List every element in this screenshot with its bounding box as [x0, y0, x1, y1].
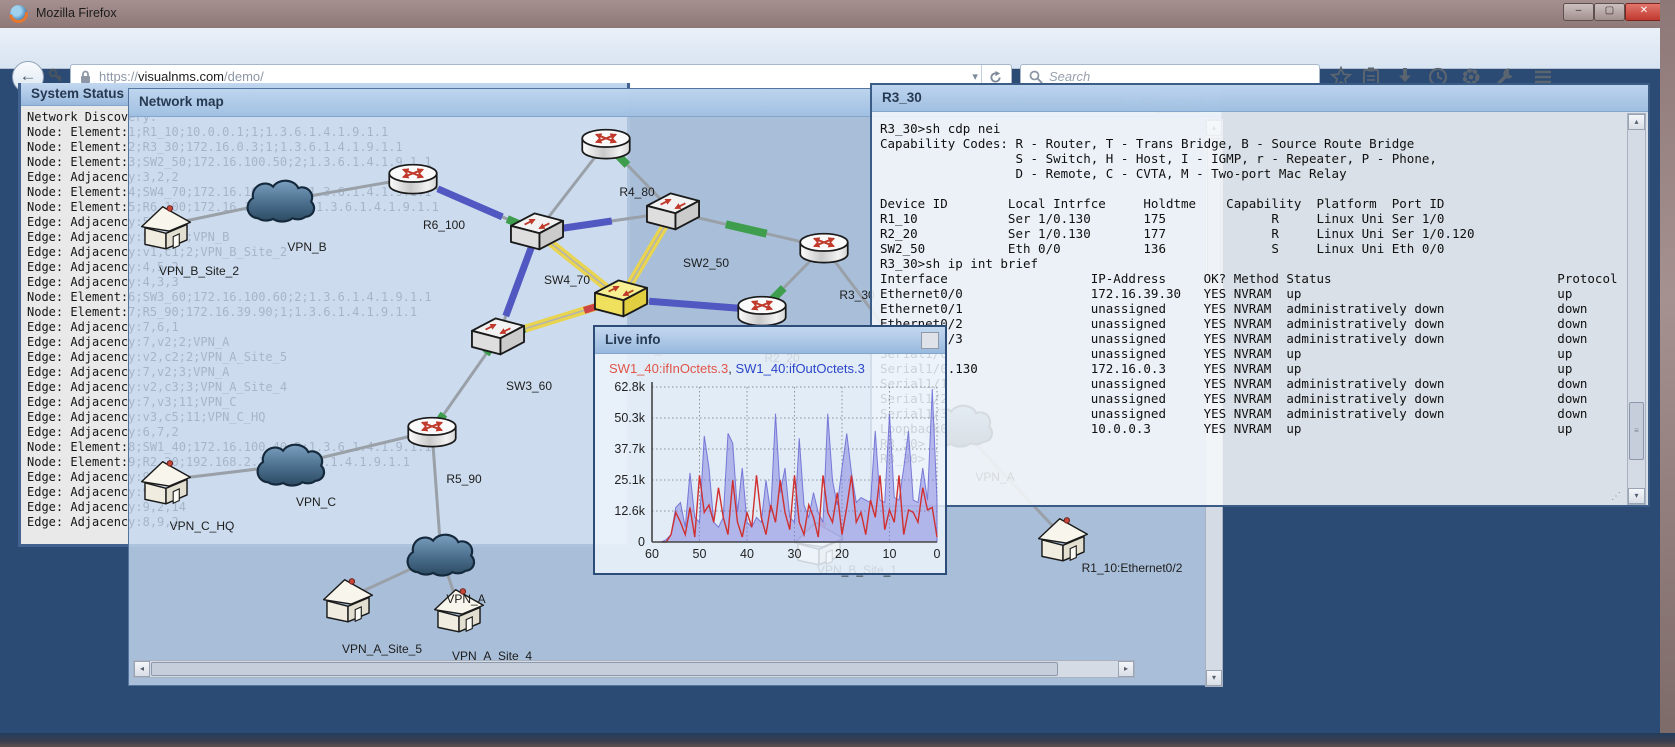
menu-hamburger-icon[interactable] — [1532, 66, 1554, 88]
window-minimize-button[interactable]: – — [1563, 3, 1594, 21]
y-tick-label: 25.1k — [614, 473, 645, 487]
desktop-edge-bottom — [0, 733, 1675, 747]
map-node-r2_20[interactable] — [738, 297, 785, 326]
map-link-segment-blue[interactable] — [648, 297, 742, 312]
scroll-left-arrow[interactable]: ◂ — [134, 661, 150, 677]
y-tick-label: 12.6k — [614, 504, 645, 518]
x-tick-label: 0 — [934, 547, 941, 561]
x-tick-label: 40 — [740, 547, 754, 561]
reload-button[interactable] — [981, 65, 1009, 89]
r3-30-title: R3_30 — [882, 90, 922, 105]
map-link-segment-green[interactable] — [724, 220, 768, 238]
map-hscroll-thumb[interactable] — [151, 662, 1058, 676]
legend-item: SW1_40:ifOutOctets.3 — [735, 361, 865, 376]
map-node-sw2_50[interactable] — [647, 193, 699, 229]
map-node-label: R4_80 — [619, 185, 655, 199]
x-tick-label: 30 — [788, 547, 802, 561]
window-title: Mozilla Firefox — [36, 6, 117, 20]
site-identity-key-icon[interactable] — [48, 68, 64, 84]
map-node-label: VPN_B — [287, 240, 326, 254]
map-node-vpn_b_site_2[interactable] — [140, 204, 192, 250]
map-node-label: VPN_A — [446, 592, 485, 606]
url-text: https://visualnms.com/demo/ — [99, 69, 264, 84]
resize-grip[interactable]: ⋰ — [1611, 491, 1622, 502]
map-node-r1_10_site[interactable] — [1037, 516, 1089, 562]
r3-30-scrollbar[interactable]: ▴ ≡ ▾ — [1627, 113, 1646, 505]
map-node-label: SW4_70 — [544, 273, 590, 287]
scroll-down-arrow[interactable]: ▾ — [1628, 488, 1645, 504]
map-link-r5_90-vpn_a_s[interactable] — [430, 430, 443, 556]
system-status-title: System Status — [31, 86, 125, 101]
r3-30-scroll-thumb[interactable]: ≡ — [1629, 402, 1644, 460]
map-node-vpn_c_hq[interactable] — [140, 459, 192, 505]
desktop-edge-right — [1660, 0, 1675, 747]
x-tick-label: 60 — [645, 547, 659, 561]
map-node-vpn_c[interactable] — [256, 443, 326, 487]
map-node-site5[interactable] — [322, 577, 374, 623]
r3-30-title-bar[interactable]: R3_30 — [872, 85, 1648, 112]
map-node-r5_90[interactable] — [408, 418, 455, 447]
map-node-label: VPN_A_Site_5 — [342, 642, 422, 656]
lock-icon — [81, 70, 90, 83]
map-node-label: VPN_B_Site_2 — [159, 264, 239, 278]
browser-navigation-bar: ← https://visualnms.com/demo/ ▾ — [0, 28, 1660, 93]
map-horizontal-scrollbar[interactable]: ◂ ▸ — [133, 660, 1135, 678]
live-info-title-bar[interactable]: Live info — [595, 327, 945, 354]
r3-30-terminal-window: R3_30 R3_30>sh cdp nei Capability Codes:… — [870, 83, 1650, 507]
map-node-label: R3_30 — [839, 288, 875, 302]
map-node-label: VPN_C — [296, 495, 336, 509]
map-node-label: SW2_50 — [683, 256, 729, 270]
map-node-vpn_a_s[interactable] — [406, 533, 476, 577]
live-chart: 0 12.6k 25.1k 37.7k 50.3k 62.8k 60 50 40 30 20 10 0 — [614, 380, 941, 561]
map-node-r3_30[interactable] — [800, 234, 847, 263]
map-node-label: R6_100 — [423, 218, 465, 232]
map-node-r4_80[interactable] — [582, 130, 629, 159]
browser-title-bar[interactable]: Mozilla Firefox – ▢ ✕ — [0, 0, 1675, 29]
map-node-label: R5_90 — [446, 472, 482, 486]
r3-30-console-output[interactable]: R3_30>sh cdp nei Capability Codes: R - R… — [880, 121, 1618, 466]
scroll-right-arrow[interactable]: ▸ — [1118, 661, 1134, 677]
scroll-down-arrow[interactable]: ▾ — [1206, 670, 1222, 686]
map-node-vpn_b[interactable] — [246, 179, 316, 223]
scroll-up-arrow[interactable]: ▴ — [1628, 114, 1645, 130]
map-node-label: VPN_A_Site_4 — [452, 649, 532, 663]
window-close-button[interactable]: ✕ — [1625, 3, 1663, 21]
bookmark-star-icon[interactable] — [1330, 66, 1352, 88]
x-tick-label: 10 — [883, 547, 897, 561]
y-tick-label: 0 — [638, 535, 645, 549]
urlbar-dropdown-icon[interactable]: ▾ — [972, 71, 978, 83]
map-link-segment-blue[interactable] — [502, 246, 535, 318]
map-link-segment-blue[interactable] — [436, 185, 504, 221]
x-tick-label: 50 — [693, 547, 707, 561]
live-info-window-control[interactable] — [921, 332, 939, 349]
x-tick-label: 20 — [835, 547, 849, 561]
y-tick-label: 37.7k — [614, 442, 645, 456]
map-node-label: R1_10:Ethernet0/2 — [1082, 561, 1183, 575]
y-tick-label: 62.8k — [614, 380, 645, 394]
search-placeholder: Search — [1049, 69, 1091, 84]
live-info-title: Live info — [605, 332, 661, 347]
chart-legend: SW1_40:ifInOctets.3, SW1_40:ifOutOctets.… — [609, 361, 865, 376]
map-node-label: SW3_60 — [506, 379, 552, 393]
series-line-ifinoctets — [661, 475, 938, 543]
search-icon — [1029, 70, 1043, 84]
network-map-title: Network map — [139, 94, 224, 109]
firefox-icon — [10, 5, 27, 22]
map-node-r6_100[interactable] — [389, 165, 436, 194]
window-maximize-button[interactable]: ▢ — [1594, 3, 1625, 21]
map-node-label: VPN_C_HQ — [170, 519, 235, 533]
y-tick-label: 50.3k — [614, 411, 645, 425]
legend-item: SW1_40:ifInOctets.3 — [609, 361, 729, 376]
live-info-window: Live info SW1_40:ifInOctets.3, SW1_40:if… — [593, 325, 947, 575]
map-node-sw3_60[interactable] — [472, 318, 524, 354]
